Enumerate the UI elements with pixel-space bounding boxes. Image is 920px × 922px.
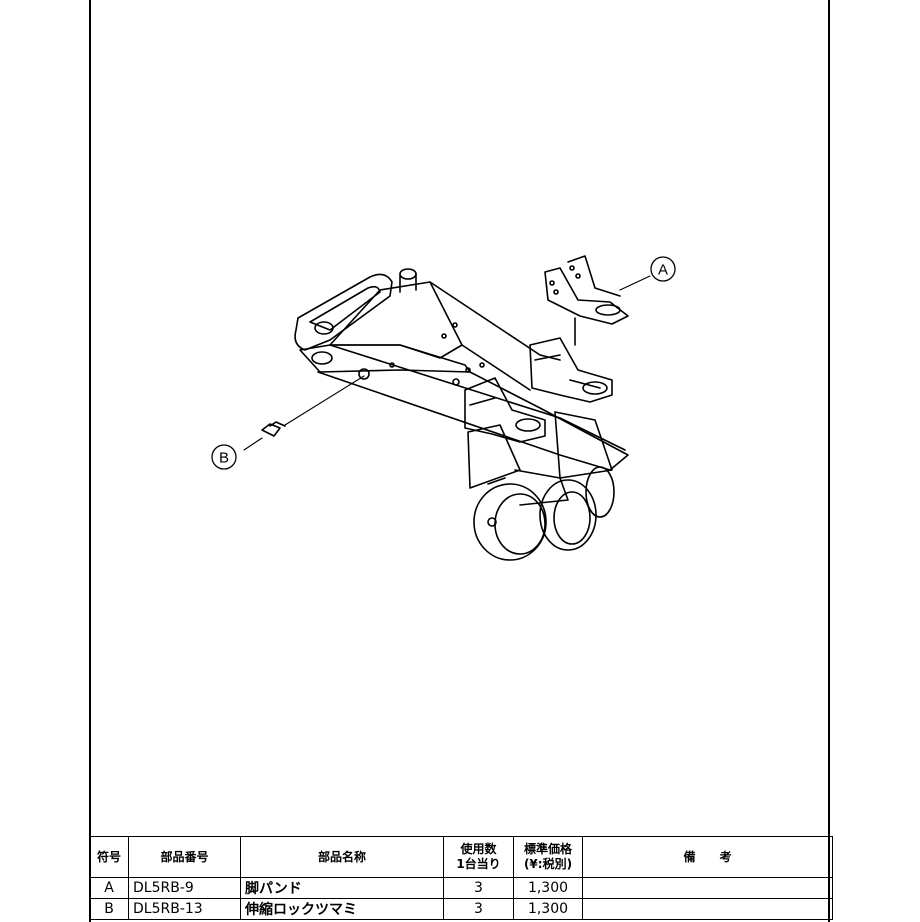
table-row: B DL5RB-13 伸縮ロックツマミ 3 1,300	[89, 898, 833, 920]
page-frame	[89, 0, 830, 922]
parts-table: 符号 部品番号 部品名称 使用数 1台当り 標準価格 (¥:税別) 備 考 A …	[89, 836, 833, 920]
leader-line-a	[619, 275, 651, 291]
callout-a-label: A	[658, 262, 668, 279]
callout-a: A	[650, 256, 676, 282]
leader-line-b	[243, 375, 365, 451]
row-remarks	[582, 877, 833, 899]
dolly-handle	[294, 268, 417, 351]
header-qty: 使用数 1台当り	[443, 836, 514, 878]
leg-band-part-a	[544, 255, 629, 346]
lock-knob-part-b	[261, 421, 286, 437]
row-part-number: DL5RB-13	[128, 898, 241, 920]
header-price: 標準価格 (¥:税別)	[513, 836, 583, 878]
row-code: B	[89, 898, 129, 920]
callout-b-label: B	[219, 450, 229, 467]
header-part-number: 部品番号	[128, 836, 241, 878]
row-part-name: 伸縮ロックツマミ	[240, 898, 444, 920]
dolly-frame	[299, 281, 629, 471]
caster-wheels	[467, 411, 615, 561]
row-price: 1,300	[513, 877, 583, 899]
row-part-name: 脚パンド	[240, 877, 444, 899]
table-header-row: 符号 部品番号 部品名称 使用数 1台当り 標準価格 (¥:税別) 備 考	[89, 836, 833, 878]
callout-b: B	[211, 444, 237, 470]
row-price: 1,300	[513, 898, 583, 920]
header-part-name: 部品名称	[240, 836, 444, 878]
row-code: A	[89, 877, 129, 899]
row-qty: 3	[443, 877, 514, 899]
table-row: A DL5RB-9 脚パンド 3 1,300	[89, 877, 833, 899]
row-remarks	[582, 898, 833, 920]
header-code: 符号	[89, 836, 129, 878]
row-qty: 3	[443, 898, 514, 920]
header-remarks: 備 考	[582, 836, 833, 878]
row-part-number: DL5RB-9	[128, 877, 241, 899]
